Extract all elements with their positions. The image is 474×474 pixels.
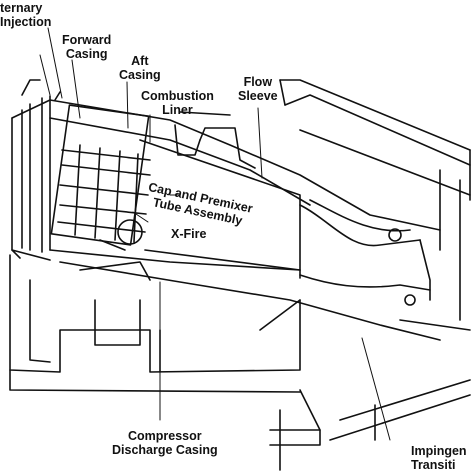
label-x-fire-text: X-Fire — [171, 227, 207, 241]
label-flow-sleeve-line1: Flow — [243, 75, 273, 89]
label-flow-sleeve-line2: Sleeve — [238, 89, 278, 103]
label-combustion-liner: Combustion Liner — [141, 89, 214, 117]
label-forward-casing: Forward Casing — [62, 33, 111, 61]
casing-base — [9, 254, 301, 393]
combustion-liner — [49, 117, 311, 281]
label-aft-casing-line2: Casing — [119, 68, 161, 82]
label-impingement-transition-line2: Transiti — [411, 458, 456, 472]
label-x-fire: X-Fire — [171, 227, 206, 241]
forward-casing-flanges — [11, 79, 150, 261]
label-forward-casing-line2: Casing — [65, 47, 108, 61]
label-flow-sleeve: Flow Sleeve — [238, 75, 278, 103]
premixer-tubes — [57, 144, 151, 243]
label-aft-casing: Aft Casing — [119, 54, 161, 82]
label-impingement-transition-line1: Impingen — [411, 444, 467, 458]
leader-lines — [39, 27, 391, 441]
label-compressor-casing-line2: Discharge Casing — [112, 443, 218, 457]
outer-casing-right — [279, 79, 471, 321]
label-combustion-liner-line2: Liner — [162, 103, 193, 117]
label-aft-casing-line1: Aft — [131, 54, 149, 68]
label-tertiary-injection-line2: Injection — [0, 15, 52, 29]
lower-support — [269, 379, 471, 471]
label-tertiary-injection: ternary Injection — [0, 1, 51, 29]
label-tertiary-injection-line1: ternary — [0, 1, 43, 15]
label-compressor-casing: Compressor Discharge Casing — [112, 429, 218, 457]
label-combustion-liner-line1: Combustion — [141, 89, 214, 103]
transition-piece — [299, 199, 471, 331]
label-forward-casing-line1: Forward — [62, 33, 112, 47]
label-compressor-casing-line1: Compressor — [127, 429, 202, 443]
label-impingement-transition: Impingen Transiti — [411, 444, 467, 472]
